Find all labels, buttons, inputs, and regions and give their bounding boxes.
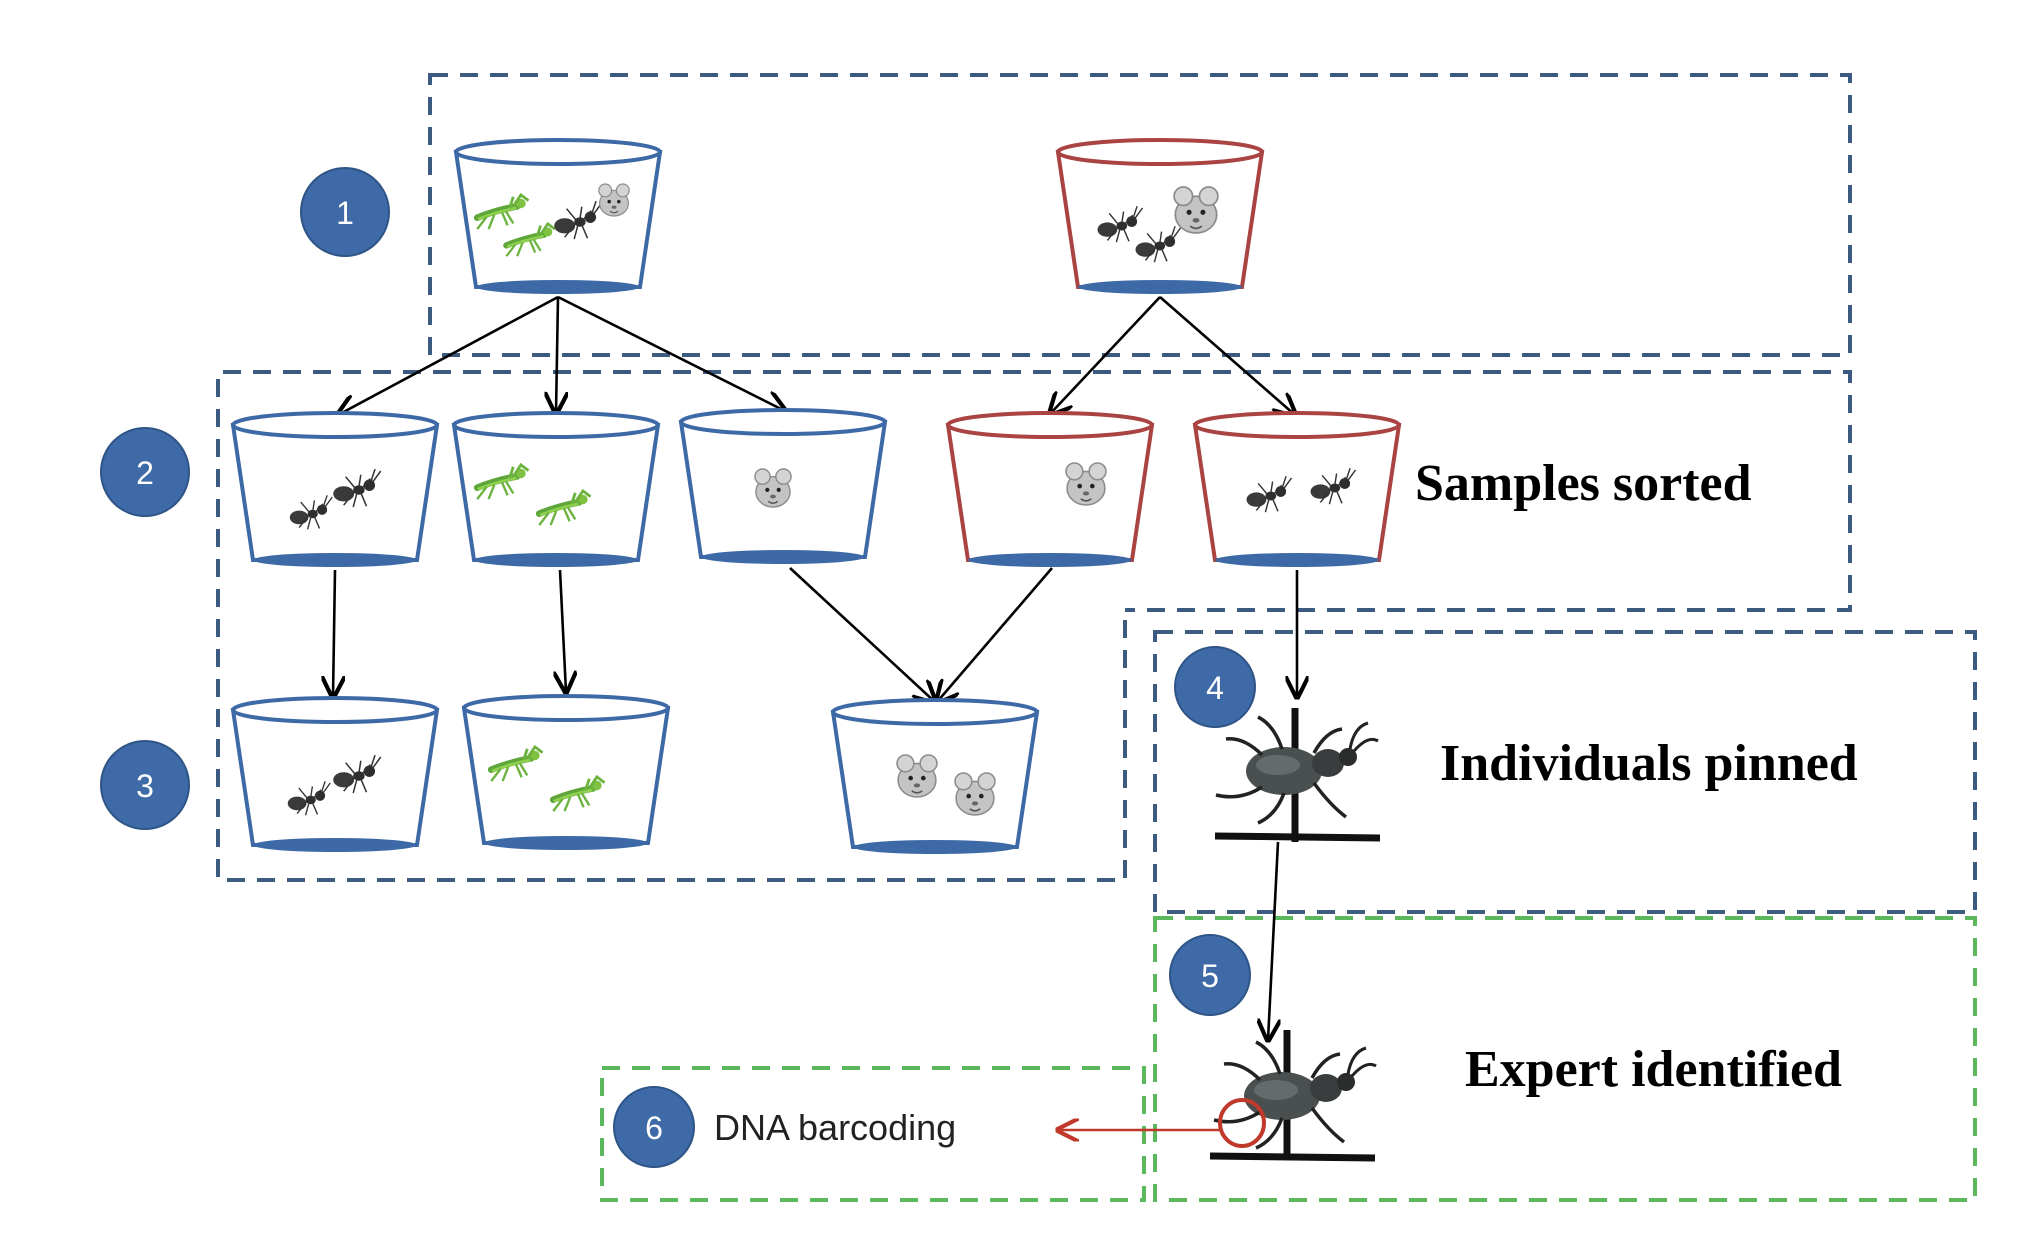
bucket-red-ants [1192,411,1402,567]
step-badge-6: 6 [613,1086,695,1168]
svg-text:3: 3 [136,768,154,804]
leg-sample-highlight [1218,1098,1266,1148]
bucket-blue-ants [230,411,440,567]
pinned-beetle [1214,708,1381,842]
svg-text:4: 4 [1206,670,1224,706]
step-badge-1: 1 [300,167,390,257]
bucket-blue-mantis [451,411,661,567]
svg-text:1: 1 [336,195,354,231]
identified-beetle [1209,1030,1378,1162]
phase-box-sorted [216,370,1852,882]
step-badge-5: 5 [1169,934,1251,1016]
bucket-blue-mixed [453,138,663,294]
step-badge-4: 4 [1174,646,1256,728]
bucket-mice-final [830,698,1040,854]
phase-box-collection [428,73,1852,357]
arrow-mantis-down [560,569,566,692]
bucket-red-mixed [1055,138,1265,294]
step-badge-3: 3 [100,740,190,830]
svg-text:2: 2 [136,455,154,491]
svg-text:5: 5 [1201,958,1219,994]
bucket-ants-final [230,696,440,852]
flow-arrows [333,295,1297,1040]
arrow-redmouse-merge [937,567,1053,702]
arrow-b2-to-ants [1159,296,1295,415]
step-badge-2: 2 [100,427,190,517]
label-samples-sorted: Samples sorted [1415,455,1752,512]
phase-box-dna [600,1066,1146,1202]
phase-box-pinned [1153,630,1977,914]
arrow-pinned-to-identified [1268,841,1278,1040]
label-individuals-pinned: Individuals pinned [1440,735,1858,792]
arrow-ants-down [333,569,335,697]
label-dna-barcoding: DNA barcoding [714,1107,956,1148]
arrow-b1-to-mantis [556,296,558,413]
arrow-b1-to-ants [338,295,559,415]
arrow-b1-to-mouse [557,295,785,411]
svg-text:6: 6 [645,1110,663,1146]
phase-box-identified [1153,916,1977,1202]
arrow-b2-to-mouse [1050,296,1161,414]
arrow-bluemouse-merge [789,567,935,702]
label-expert-identified: Expert identified [1465,1041,1842,1098]
bucket-red-mouse [945,411,1155,567]
bucket-blue-mouse [678,408,888,564]
bucket-mantis-final [461,694,671,850]
